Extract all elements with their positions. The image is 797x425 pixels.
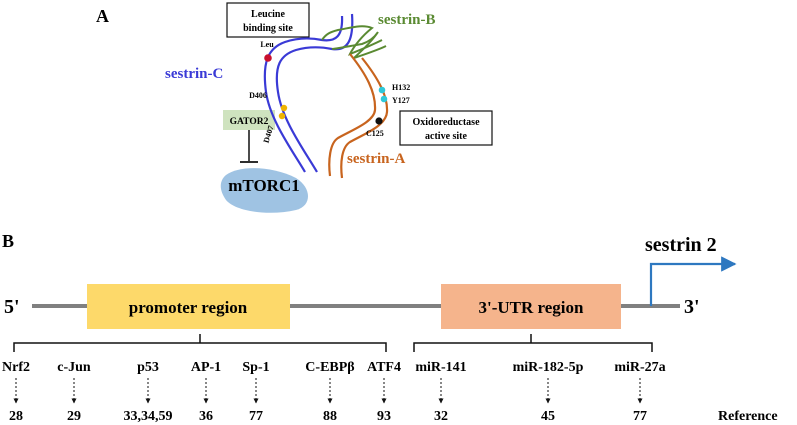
factor-reference: 45 xyxy=(541,409,555,424)
factor-name: miR-182-5p xyxy=(513,360,584,375)
mtorc1-shape xyxy=(220,168,308,213)
leucine-box-line2: binding site xyxy=(243,23,293,34)
d406-label: D406 xyxy=(249,91,267,100)
sestrin-c-label: sestrin-C xyxy=(165,66,223,82)
factor-name: C-EBPβ xyxy=(305,360,354,375)
sestrin-a-label: sestrin-A xyxy=(347,151,405,167)
gator2-box xyxy=(223,110,275,130)
oxido-box-line2: active site xyxy=(425,131,467,142)
factor-reference: 29 xyxy=(67,409,81,424)
d407-residue-dot xyxy=(278,112,286,120)
sestrin-b-strand-inner xyxy=(331,31,387,59)
factor-reference: 77 xyxy=(633,409,647,424)
y127-residue-dot xyxy=(380,95,388,103)
sestrin-b-strand-outer xyxy=(321,25,383,56)
y127-label: Y127 xyxy=(392,96,410,105)
five-prime-label: 5' xyxy=(4,296,20,318)
factor-reference: 77 xyxy=(249,409,263,424)
h132-label: H132 xyxy=(392,83,410,92)
transcription-start-arrow xyxy=(649,256,737,306)
factor-name: c-Jun xyxy=(57,360,91,375)
panel-a: A Leucine binding site mTORC1 GATOR2 xyxy=(96,2,493,213)
utr-brace xyxy=(413,334,653,352)
utr-region-box xyxy=(441,284,621,329)
c125-label: C125 xyxy=(366,129,384,138)
sestrin-a-strand-inner xyxy=(340,57,389,179)
leu-residue-dot xyxy=(264,54,272,62)
factor-name: AP-1 xyxy=(191,360,221,375)
factor-name: Sp-1 xyxy=(242,360,269,375)
leucine-box-line1: Leucine xyxy=(251,9,285,20)
gene-name-label: sestrin 2 xyxy=(645,234,717,256)
panel-a-label: A xyxy=(96,6,109,26)
factor-name: p53 xyxy=(137,360,159,375)
factor-reference: 93 xyxy=(377,409,391,424)
sestrin-b-label: sestrin-B xyxy=(378,12,436,28)
oxidoreductase-active-site-box: Oxidoreductase active site xyxy=(399,110,493,146)
factor-reference: 88 xyxy=(323,409,337,424)
factor-name: miR-141 xyxy=(415,360,466,375)
c125-residue-dot xyxy=(375,117,383,125)
factor-reference: 28 xyxy=(9,409,23,424)
factor-reference: 36 xyxy=(199,409,213,424)
three-prime-label: 3' xyxy=(684,296,700,318)
promoter-region-label: promoter region xyxy=(129,298,248,317)
factor-name: Nrf2 xyxy=(2,360,30,375)
leu-label: Leu xyxy=(260,40,274,49)
gator2-label: GATOR2 xyxy=(230,117,269,127)
leucine-binding-site-box: Leucine binding site xyxy=(226,2,310,38)
promoter-brace xyxy=(13,334,387,352)
d406-residue-dot xyxy=(280,104,288,112)
utr-region-label: 3'-UTR region xyxy=(479,298,585,317)
sestrin-c-strand-outer xyxy=(263,15,344,173)
panel-b: B 5' 3' sestrin 2 promoter region 3'-UTR… xyxy=(2,231,778,424)
factor-reference: 33,34,59 xyxy=(124,409,173,424)
factor-list: Nrf2 28 c-Jun 29 p53 33,34,59 AP-1 36 Sp-1 77 C-EB… xyxy=(2,360,666,424)
sestrin-a-strand-outer xyxy=(328,53,377,177)
oxido-box-line1: Oxidoreductase xyxy=(412,117,480,128)
factor-reference: 32 xyxy=(434,409,448,424)
factor-name: miR-27a xyxy=(614,360,665,375)
sestrin-c-strand-inner xyxy=(275,13,354,173)
reference-label: Reference xyxy=(718,409,778,424)
factor-name: ATF4 xyxy=(367,360,401,375)
h132-residue-dot xyxy=(378,86,386,94)
mtorc1-label: mTORC1 xyxy=(228,176,299,195)
panel-b-label: B xyxy=(2,231,14,251)
promoter-region-box xyxy=(87,284,290,329)
